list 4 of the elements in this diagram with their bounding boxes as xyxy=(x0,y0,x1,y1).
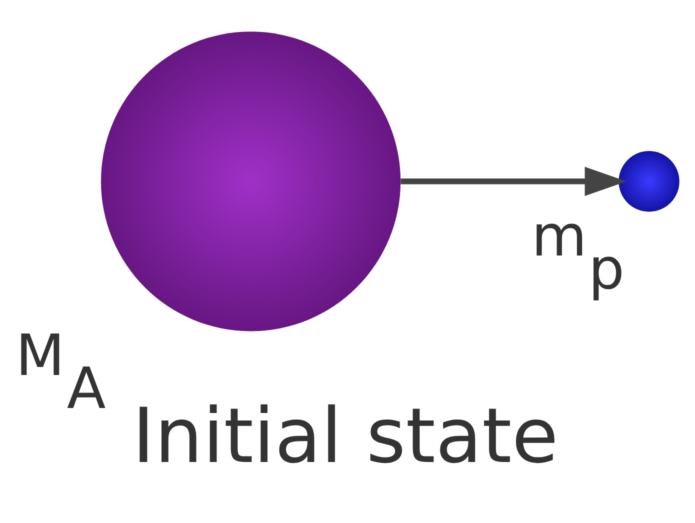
node-circle xyxy=(100,31,401,331)
caption: Initial state xyxy=(132,392,558,480)
arrow xyxy=(400,166,627,196)
node-circle xyxy=(618,150,680,212)
